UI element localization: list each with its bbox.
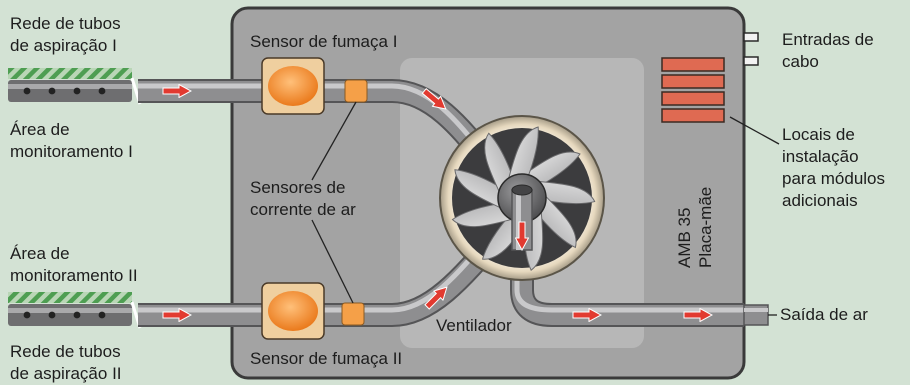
cable-entry-icon <box>743 32 759 66</box>
area-2-label: Área de monitoramento II <box>10 244 138 285</box>
pipe-net-2-label: Rede de tubos de aspiração II <box>10 342 125 383</box>
fan-label: Ventilador <box>436 316 512 335</box>
smoke-sensor-2-label: Sensor de fumaça II <box>250 349 402 368</box>
pipe-holes-2 <box>23 311 106 319</box>
fan-outlet-pipe <box>511 184 533 251</box>
cable-entries-label: Entradas de cabo <box>782 30 878 71</box>
area-1-label: Área de monitoramento I <box>10 120 133 161</box>
pipe-net-1 <box>8 68 132 102</box>
air-outlet-label: Saída de ar <box>780 305 868 324</box>
pipe-net-1-label: Rede de tubos de aspiração I <box>10 14 125 55</box>
leader-lines <box>311 101 780 316</box>
board-label: AMB 35 Placa-mãe <box>675 187 715 268</box>
air-outlet-pipe <box>743 304 769 326</box>
module-slots <box>661 57 725 123</box>
orange-disc-icon <box>268 66 318 106</box>
module-slots-label: Locais de instalação para módulos adicio… <box>782 125 890 210</box>
orange-disc-icon <box>268 291 318 331</box>
smoke-sensor-1-label: Sensor de fumaça I <box>250 32 397 51</box>
airflow-sensors-label: Sensores de corrente de ar <box>250 178 356 219</box>
pipe-holes-1 <box>23 87 106 95</box>
smoke-sensor-2 <box>261 282 325 340</box>
smoke-sensor-1 <box>261 57 325 115</box>
pipe-net-2 <box>8 292 132 326</box>
airflow-sensor-1 <box>344 79 368 103</box>
airflow-sensor-2 <box>341 302 365 326</box>
